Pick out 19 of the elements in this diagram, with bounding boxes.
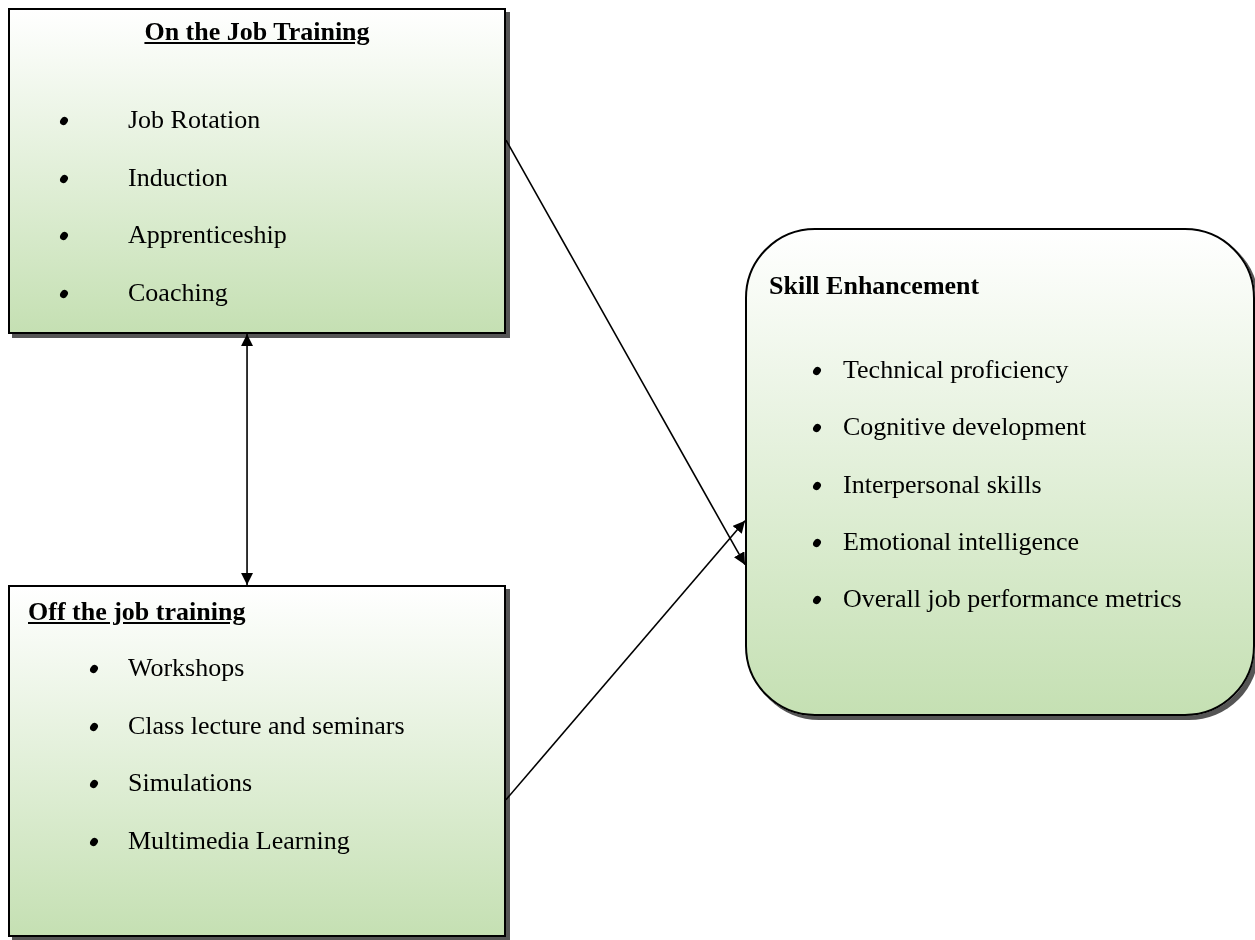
list-item: Induction [128,161,229,194]
list-item: Coaching [128,276,229,309]
list-item: Technical proficiency [843,354,1070,386]
list-item: Emotional intelligence [843,525,1081,558]
list-item: Simulations [128,767,254,799]
arrow [241,333,254,586]
heading: Off the job training [28,597,246,627]
list-item: Workshops [128,652,246,684]
list-item: Multimedia Learning [128,824,351,857]
heading: On the Job Training [143,17,371,47]
list-item: Job Rotation [128,104,262,136]
arrow [505,520,746,801]
arrow [505,139,746,566]
list-item: Apprenticeship [128,219,288,251]
list-item: Cognitive development [843,411,1088,444]
list-item: Overall job performance metrics [843,583,1183,616]
list-item: Class lecture and seminars [128,709,406,742]
heading: Skill Enhancement [769,271,980,301]
list-item: Interpersonal skills [843,468,1043,501]
